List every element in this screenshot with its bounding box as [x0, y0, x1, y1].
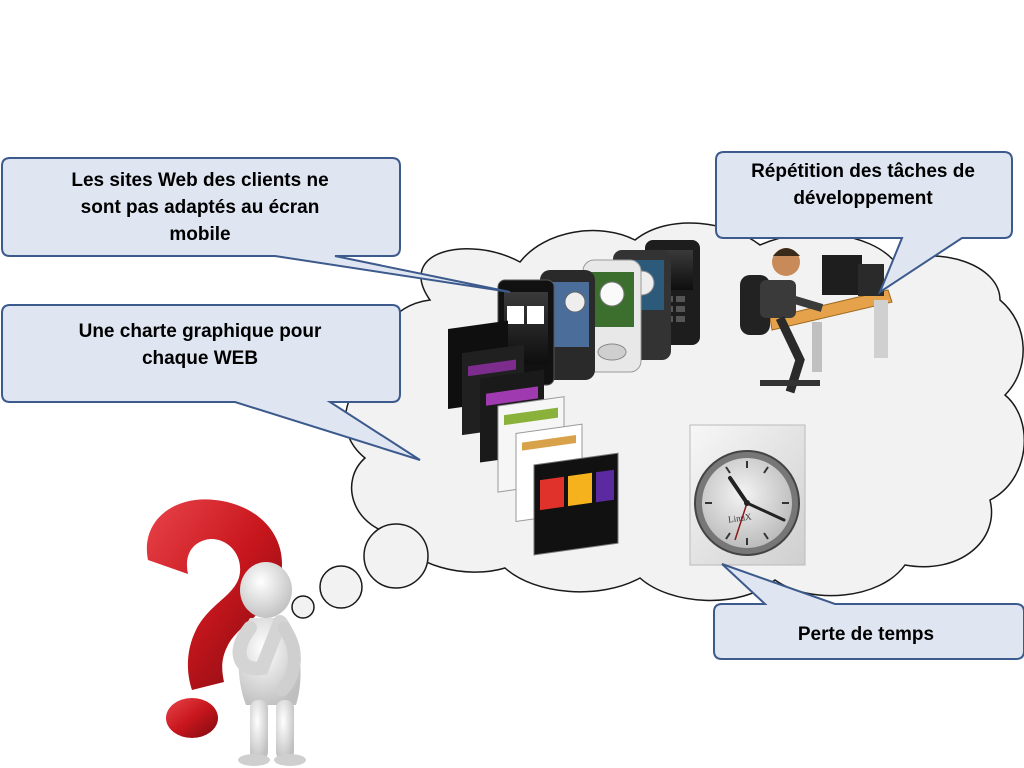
callout-mobile-sites [1, 157, 511, 293]
callout-charte-graphique [1, 304, 421, 461]
thought-bubble-large [363, 523, 429, 589]
thought-bubble-small [291, 595, 315, 619]
callout-perte-temps [713, 563, 1024, 660]
office-worker-icon [740, 248, 893, 394]
callout-repetition [715, 151, 1013, 295]
callout-repetition-text: Répétition des tâches de développement [751, 161, 975, 209]
callout-charte-graphique-text: Une charte graphique pour chaque WEB [78, 321, 322, 369]
question-mark-icon [146, 499, 283, 738]
wall-clock-icon [689, 424, 806, 566]
callout-perte-temps-text: Perte de temps [797, 624, 935, 645]
callout-mobile-sites-text: Les sites Web des clients ne sont pas ad… [71, 170, 329, 245]
thinking-figure-icon [232, 562, 306, 766]
thought-bubble-medium [319, 565, 363, 609]
website-screens-icon [448, 320, 619, 556]
